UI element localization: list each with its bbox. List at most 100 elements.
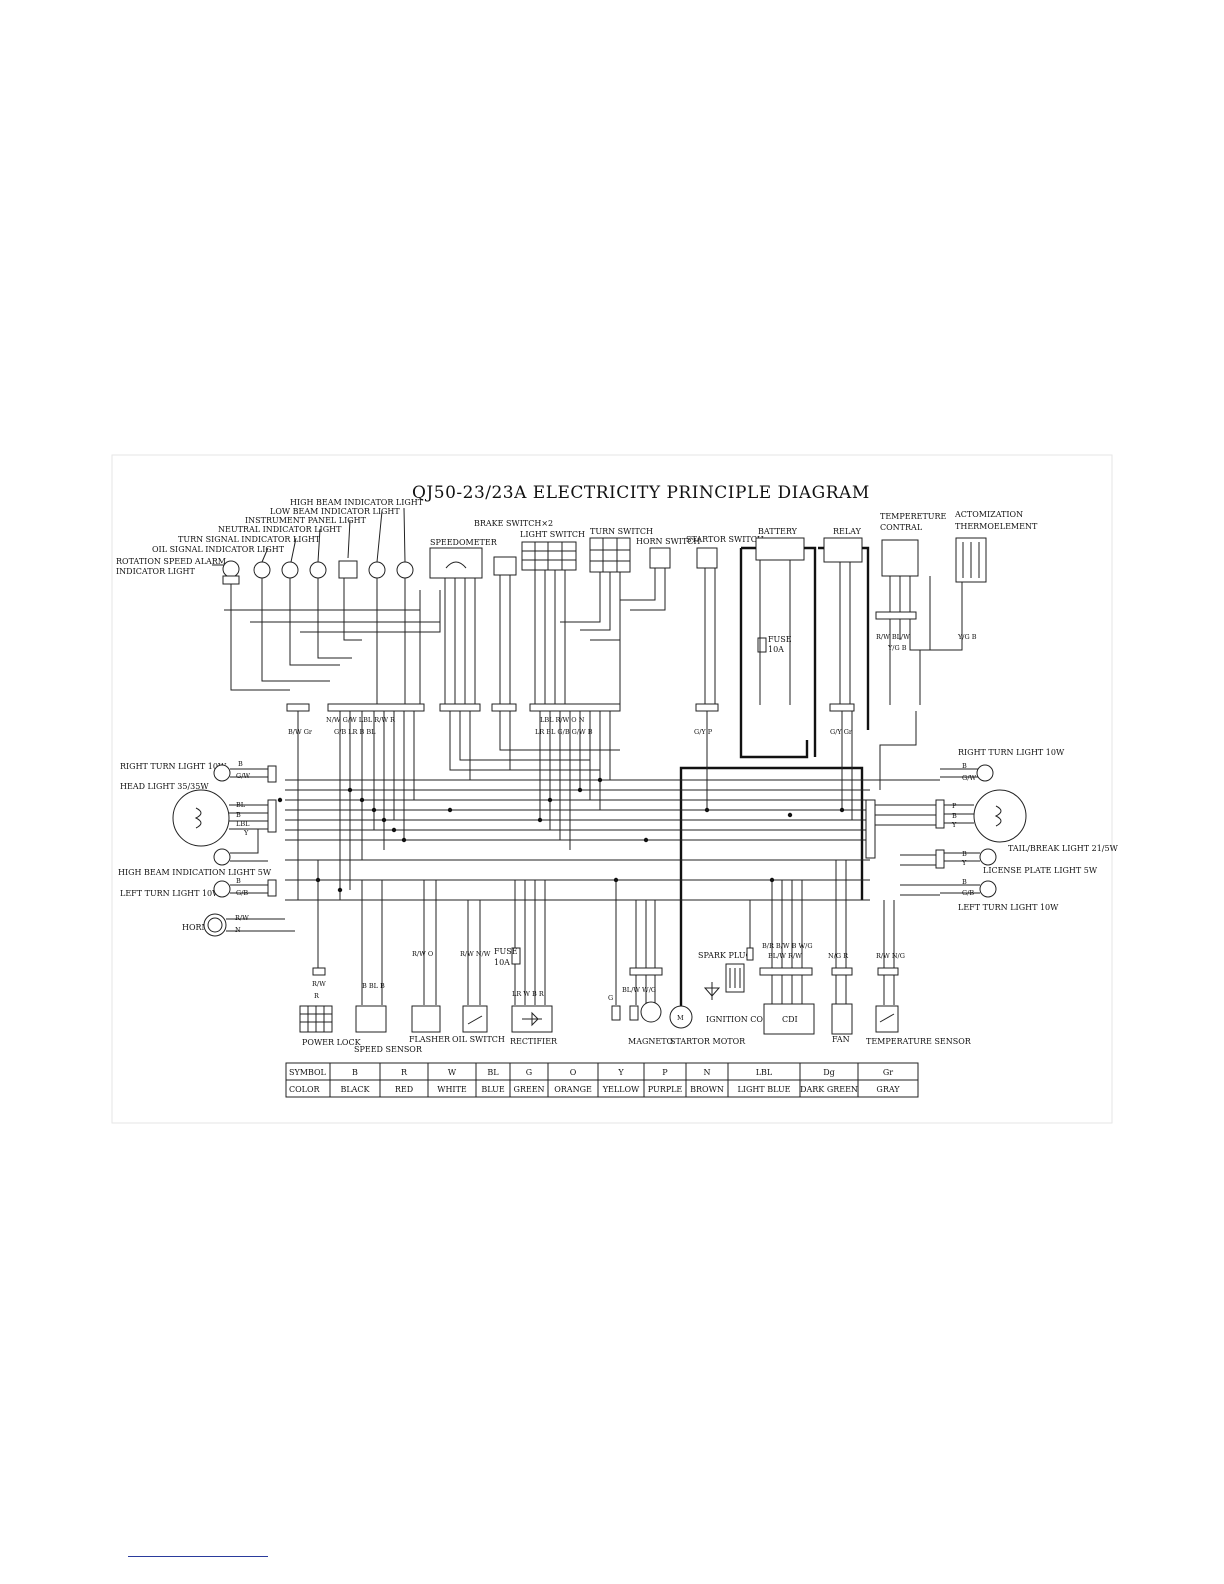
table-color-cell: PURPLE	[648, 1085, 683, 1094]
table-symbol-cell: O	[570, 1068, 577, 1077]
cluster-labels: B/W Gr N/W G/W LBL R/W R G/B LR B BL LBL…	[288, 633, 977, 736]
label-light-switch: LIGHT SWITCH	[520, 530, 585, 539]
lamp-icon	[396, 561, 414, 579]
table-symbol-cell: R	[401, 1068, 408, 1077]
label-oil-switch: OIL SWITCH	[452, 1035, 505, 1044]
table-color-header: COLOR	[289, 1085, 321, 1094]
svg-text:R/W: R/W	[312, 980, 326, 988]
label-power-lock: POWER LOCK	[302, 1038, 362, 1047]
tail-brake-lamp-icon	[973, 789, 1027, 843]
lamp-icon	[281, 561, 299, 579]
label-spark-plug: SPARK PLUG	[698, 951, 752, 960]
svg-text:G/Y Gr: G/Y Gr	[830, 728, 853, 736]
table-symbol-cell: Y	[617, 1068, 624, 1077]
svg-text:G/B: G/B	[962, 889, 974, 897]
svg-text:P: P	[952, 802, 957, 810]
table-color-cell: BLACK	[340, 1085, 370, 1094]
speed-sensor-box	[355, 1005, 387, 1033]
cdi-box	[763, 1003, 815, 1035]
label-rotation-alarm: ROTATION SPEED ALARM	[116, 557, 226, 566]
table-symbol-cell: Dg	[823, 1068, 835, 1077]
label-starter-motor: STARTOR MOTOR	[670, 1037, 746, 1046]
label-horn-switch: HORN SWITCH	[636, 537, 700, 546]
svg-text:R/W N/G: R/W N/G	[876, 952, 905, 960]
left-turn-rear-lamp-icon	[979, 880, 997, 898]
svg-text:N/W G/W LBL R/W R: N/W G/W LBL R/W R	[326, 716, 396, 724]
svg-text:B/W Gr: B/W Gr	[288, 728, 313, 736]
svg-text:R/W BL/W: R/W BL/W	[876, 633, 910, 641]
table-color-cell: WHITE	[437, 1085, 467, 1094]
label-temp-control: TEMPERETURE	[880, 512, 947, 521]
label-right-turn-rear: RIGHT TURN LIGHT 10W	[958, 748, 1065, 757]
label-flasher: FLASHER	[409, 1035, 451, 1044]
svg-text:LR BL G/B G/W B: LR BL G/B G/W B	[535, 728, 593, 736]
label-atomization: ACTOMIZATION	[954, 510, 1023, 519]
label-speed-sensor: SPEED SENSOR	[354, 1045, 423, 1054]
label-turn-switch: TURN SWITCH	[590, 527, 653, 536]
table-symbol-cell: W	[448, 1068, 457, 1077]
temp-control-box	[881, 539, 919, 577]
svg-text:B: B	[238, 760, 243, 768]
indicator-labels: HIGH BEAM INDICATOR LIGHT LOW BEAM INDIC…	[116, 498, 424, 576]
wiring	[224, 560, 963, 1005]
right-turn-rear-lamp-icon	[976, 764, 994, 782]
label-left-turn-front: LEFT TURN LIGHT 10W	[120, 889, 221, 898]
label-head-light: HEAD LIGHT 35/35W	[120, 782, 209, 791]
table-symbol-cell: Gr	[883, 1068, 893, 1077]
label-fuse-top: FUSE	[768, 635, 792, 644]
table-symbol-cell: N	[704, 1068, 711, 1077]
svg-text:LR W B R: LR W B R	[512, 990, 545, 998]
table-color-cell: GRAY	[876, 1085, 900, 1094]
fuse-bottom-icon	[511, 947, 521, 965]
label-temp-control-2: CONTRAL	[880, 523, 923, 532]
magneto-icon	[640, 1001, 662, 1023]
bottom-components: POWER LOCK R/W R SPEED SENSOR B BL B FLA…	[299, 942, 972, 1054]
label-rotation-alarm-2: INDICATOR LIGHT	[116, 567, 195, 576]
svg-text:B: B	[962, 878, 967, 886]
svg-text:B: B	[962, 762, 967, 770]
label-left-turn-rear: LEFT TURN LIGHT 10W	[958, 903, 1059, 912]
label-tail-brake: TAIL/BREAK LIGHT 21/5W	[1008, 844, 1119, 853]
right-components: RIGHT TURN LIGHT 10W TAIL/BREAK LIGHT 21…	[935, 748, 1119, 912]
relay-box	[823, 537, 863, 563]
svg-text:G/B LR B BL: G/B LR B BL	[334, 728, 376, 736]
label-high-beam-5w: HIGH BEAM INDICATION LIGHT 5W	[118, 868, 272, 877]
flasher-box	[411, 1005, 441, 1033]
svg-text:B/R B/W B W/G: B/R B/W B W/G	[762, 942, 813, 950]
lamp-icon	[309, 561, 327, 579]
fan-box	[831, 1003, 853, 1035]
table-symbol-header: SYMBOL	[289, 1068, 327, 1077]
table-color-cell: YELLOW	[602, 1085, 640, 1094]
svg-text:BL/W W/G: BL/W W/G	[622, 986, 656, 994]
svg-text:B BL B: B BL B	[362, 982, 385, 990]
label-turn-signal-indicator: TURN SIGNAL INDICATOR LIGHT	[178, 535, 321, 544]
svg-text:R/W: R/W	[235, 914, 249, 922]
table-color-cell: ORANGE	[554, 1085, 592, 1094]
svg-text:LBL: LBL	[236, 820, 250, 828]
table-color-cell: DARK GREEN	[800, 1085, 858, 1094]
table-symbol-cell: P	[662, 1068, 668, 1077]
fuse-top: FUSE 10A	[757, 635, 792, 654]
oil-switch-box	[462, 1005, 488, 1033]
table-symbol-cell: G	[526, 1068, 532, 1077]
svg-text:G/B: G/B	[236, 889, 248, 897]
label-ignition-coil: IGNITION COIL	[706, 1015, 772, 1024]
label-license-plate: LICENSE PLATE LIGHT 5W	[983, 866, 1098, 875]
power-loop	[679, 546, 870, 1010]
lamp-icon	[368, 561, 386, 579]
svg-text:LBL R/W O N: LBL R/W O N	[540, 716, 585, 724]
high-beam-5w-lamp-icon	[213, 848, 231, 866]
svg-text:B: B	[236, 811, 241, 819]
svg-text:N/G R: N/G R	[828, 952, 849, 960]
panel-lamp-icon	[338, 560, 358, 579]
indicator-lamps	[222, 560, 414, 585]
table-color-cell: GREEN	[513, 1085, 544, 1094]
table-symbol-cell: LBL	[756, 1068, 773, 1077]
lamp-icon	[222, 560, 240, 578]
label-relay: RELAY	[833, 527, 862, 536]
svg-text:G/Y P: G/Y P	[694, 728, 713, 736]
svg-text:Y/G B: Y/G B	[887, 644, 907, 652]
brake-switch-box	[493, 556, 517, 576]
label-magneto: MAGNETO	[628, 1037, 674, 1046]
